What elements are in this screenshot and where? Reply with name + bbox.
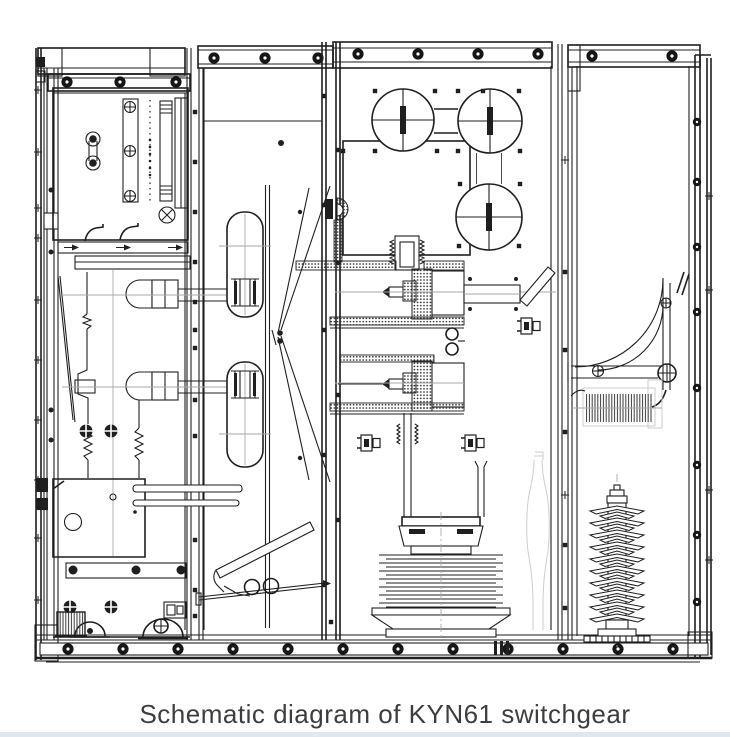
bolt-bar [65,562,187,579]
bumper-block [56,611,86,637]
contact-arm-upper [62,279,231,309]
fork-upper [132,484,243,493]
truck-wheels [70,618,188,640]
spout-lower [338,360,465,412]
bushing-slot [394,235,420,271]
contact-arm-lower [62,371,231,401]
door-swing-arcs [567,271,690,408]
link-bar [88,141,98,161]
insulator-upper [219,211,271,318]
shutter-compartment [195,185,331,628]
busbar-compartment [340,88,523,271]
partition-3 [557,44,573,640]
right-wall [692,54,714,658]
bellows-insulator [370,413,512,640]
shutter-linkage [271,185,331,483]
breaker-compartment [52,87,243,640]
partition-1 [186,48,204,640]
mechanism-box [52,87,189,242]
hook-lever-1 [84,224,104,242]
breaker-body [52,270,243,640]
fork-lower [132,499,240,507]
top-rail-3 [332,41,553,69]
cable-termination [526,451,550,630]
cabinet-frame [33,41,714,663]
partition-2 [321,42,349,640]
cable-compartment [567,271,690,648]
footer-strip [0,732,730,737]
hook-lever-2 [119,223,139,241]
earthing-pedal [195,521,331,606]
branch-arm [463,266,556,311]
surge-arrester [583,474,651,648]
slide-bars [57,241,191,270]
left-rail [33,48,59,662]
insulator-lower [219,361,271,468]
spout-cluster [295,260,556,452]
diagram-caption: Schematic diagram of KYN61 switchgear [139,699,630,729]
truck-plate [52,478,146,558]
busbar-circles [371,88,523,251]
heater-block [570,379,663,429]
